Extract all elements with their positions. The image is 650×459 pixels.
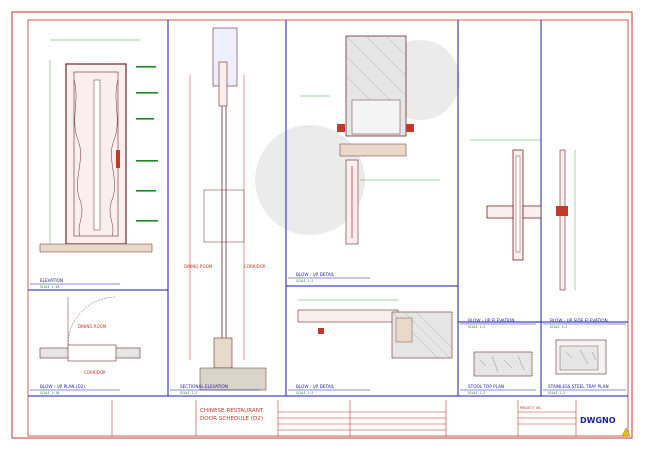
tray-plan bbox=[555, 339, 607, 375]
project-number-label: PROJECT NO. bbox=[520, 406, 542, 410]
view-scale-blow-up-detail-upper: SCALE 1:2 bbox=[296, 279, 313, 283]
room-label-corridor-plan: CORRIDOR bbox=[84, 370, 106, 375]
view-scale-blow-up-side-elevation: SCALE 1:2 bbox=[550, 325, 567, 329]
blow-up-elevation bbox=[470, 139, 542, 261]
view-label-tray-plan: STAINLESS STEEL TRAY PLAN bbox=[548, 384, 609, 389]
outer-border bbox=[11, 11, 633, 439]
view-label-blow-up-detail-upper: BLOW - UP DETAIL bbox=[296, 272, 335, 277]
view-label-sectional-elevation: SECTIONAL ELEVATION bbox=[180, 384, 228, 389]
door-plan bbox=[39, 296, 141, 362]
view-scale-sectional-elevation: SCALE 1:2 bbox=[180, 391, 197, 395]
panel-dividers bbox=[28, 20, 628, 397]
view-labels: ELEVATION SCALE 1:10 SECTIONAL ELEVATION… bbox=[30, 272, 626, 395]
view-label-blow-up-elevation: BLOW - UP ELEVATION bbox=[468, 318, 515, 323]
door-elevation bbox=[39, 39, 153, 253]
room-label-corridor-section: CORRIDOR bbox=[244, 264, 266, 269]
blow-up-side-elevation bbox=[556, 149, 576, 291]
view-label-stool-top-plan: STOOL TOP PLAN bbox=[468, 384, 504, 389]
project-title-line1: CHINESE RESTAURANT bbox=[200, 408, 264, 414]
north-arrow-icon bbox=[621, 427, 631, 437]
drawing-number-label: DWGNO bbox=[580, 416, 616, 425]
view-scale-stool-top-plan: SCALE 1:2 bbox=[468, 391, 485, 395]
view-label-blow-up-side-elevation: BLOW - UP SIDE ELEVATION bbox=[550, 318, 608, 323]
view-scale-elevation: SCALE 1:10 bbox=[40, 285, 59, 289]
project-title-line2: DOOR SCHEDULE (D2) bbox=[200, 416, 263, 422]
elevation-notes bbox=[136, 66, 158, 222]
blow-up-detail-lower bbox=[297, 299, 453, 359]
view-scale-blow-up-plan: SCALE 1:10 bbox=[40, 391, 59, 395]
view-label-blow-up-detail-lower: BLOW - UP DETAIL bbox=[296, 384, 335, 389]
view-scale-blow-up-elevation: SCALE 1:2 bbox=[468, 325, 485, 329]
room-label-dining-section: DINING ROOM bbox=[184, 264, 213, 269]
stool-top-plan bbox=[473, 351, 533, 377]
title-block bbox=[111, 400, 577, 436]
view-label-elevation: ELEVATION bbox=[40, 278, 63, 283]
view-label-blow-up-plan: BLOW - UP PLAN (D2) bbox=[40, 384, 85, 389]
blow-up-detail-upper bbox=[300, 35, 440, 245]
view-scale-tray-plan: SCALE 1:2 bbox=[548, 391, 565, 395]
room-label-dining-plan: DINING ROOM bbox=[78, 324, 107, 329]
view-scale-blow-up-detail-lower: SCALE 1:2 bbox=[296, 391, 313, 395]
sectional-elevation bbox=[189, 27, 267, 391]
inner-border bbox=[27, 19, 629, 437]
